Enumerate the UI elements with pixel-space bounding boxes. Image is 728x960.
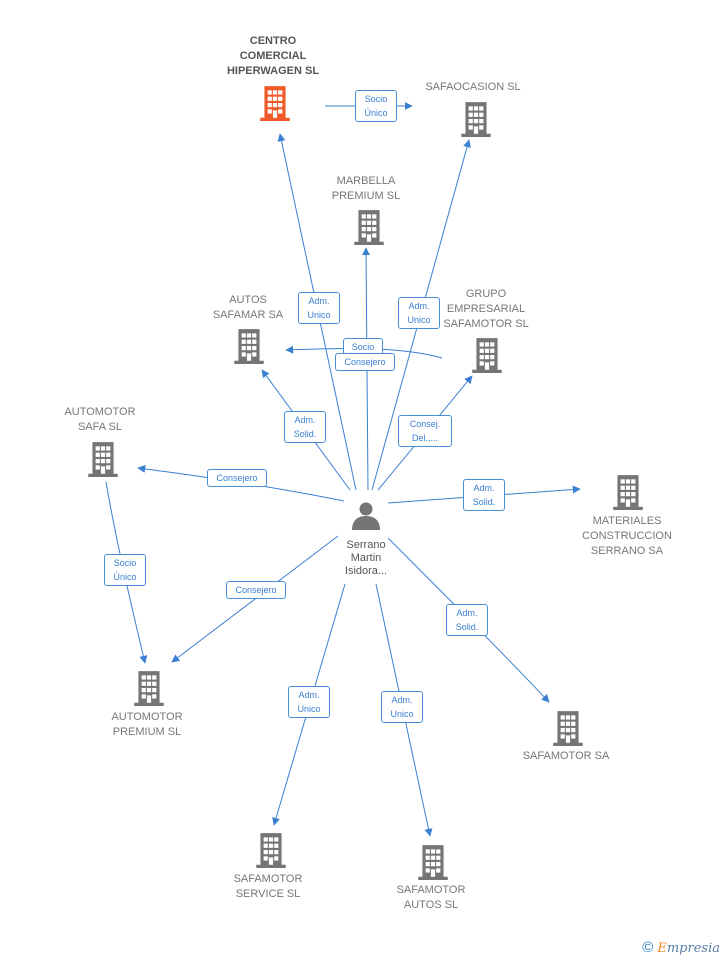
company-label-centro[interactable]: CENTRO COMERCIAL HIPERWAGEN SL	[226, 35, 320, 77]
company-label-marbella[interactable]: MARBELLA PREMIUM SL	[331, 175, 401, 202]
company-label-materiales[interactable]: MATERIALES CONSTRUCCION SERRANO SA	[582, 515, 672, 557]
building-icon-safamotor-autos[interactable]	[418, 845, 448, 880]
relation-label: Consejero	[207, 469, 267, 487]
relation-label: Adm. Solid.	[284, 411, 326, 443]
relation-label: Consejero	[335, 353, 395, 371]
building-icon-materiales[interactable]	[613, 475, 643, 510]
company-label-safaocasion[interactable]: SAFAOCASION SL	[425, 81, 521, 93]
relation-label: Consej. Del.,...	[398, 415, 452, 447]
relation-label: Adm. Solid.	[463, 479, 505, 511]
building-icon-safaocasion[interactable]	[461, 102, 491, 137]
building-icon-safamotor-service[interactable]	[256, 833, 286, 868]
relation-label: Adm. Unico	[381, 691, 423, 723]
company-label-safamotor-service[interactable]: SAFAMOTOR SERVICE SL	[233, 873, 303, 900]
edge-automotor-premium	[171, 535, 339, 663]
building-icon-automotor-premium[interactable]	[134, 671, 164, 706]
company-label-safamotor-autos[interactable]: SAFAMOTOR AUTOS SL	[396, 884, 466, 911]
copyright-icon: ©	[642, 939, 654, 956]
relation-label: Socio Único	[104, 554, 146, 586]
copyright-footer: ©Empresia	[642, 939, 720, 956]
company-label-automotor-safa[interactable]: AUTOMOTOR SAFA SL	[64, 406, 136, 433]
brand-logo[interactable]: Empresia	[657, 941, 720, 956]
building-icon-centro[interactable]	[260, 86, 290, 121]
company-label-automotor-premium[interactable]: AUTOMOTOR PREMIUM SL	[111, 711, 183, 738]
building-icon-marbella[interactable]	[354, 210, 384, 245]
relation-label: Consejero	[226, 581, 286, 599]
company-label-autos-safamar[interactable]: AUTOS SAFAMAR SA	[212, 294, 284, 321]
relation-label: Adm. Unico	[288, 686, 330, 718]
relation-label: Adm. Solid.	[446, 604, 488, 636]
relation-label: Adm. Unico	[398, 297, 440, 329]
relation-label: Adm. Unico	[298, 292, 340, 324]
company-label-grupo[interactable]: GRUPO EMPRESARIAL SAFAMOTOR SL	[443, 288, 529, 330]
company-label-safamotor-sa[interactable]: SAFAMOTOR SA	[522, 750, 610, 762]
building-icon-safamotor-sa[interactable]	[553, 711, 583, 746]
person-icon[interactable]	[352, 502, 380, 531]
building-icon-grupo[interactable]	[472, 338, 502, 373]
building-icon-autos-safamar[interactable]	[234, 329, 264, 364]
building-icon-automotor-safa[interactable]	[88, 442, 118, 477]
relation-label: Socio Único	[355, 90, 397, 122]
person-label[interactable]: Serrano Martin Isidora...	[344, 539, 388, 577]
